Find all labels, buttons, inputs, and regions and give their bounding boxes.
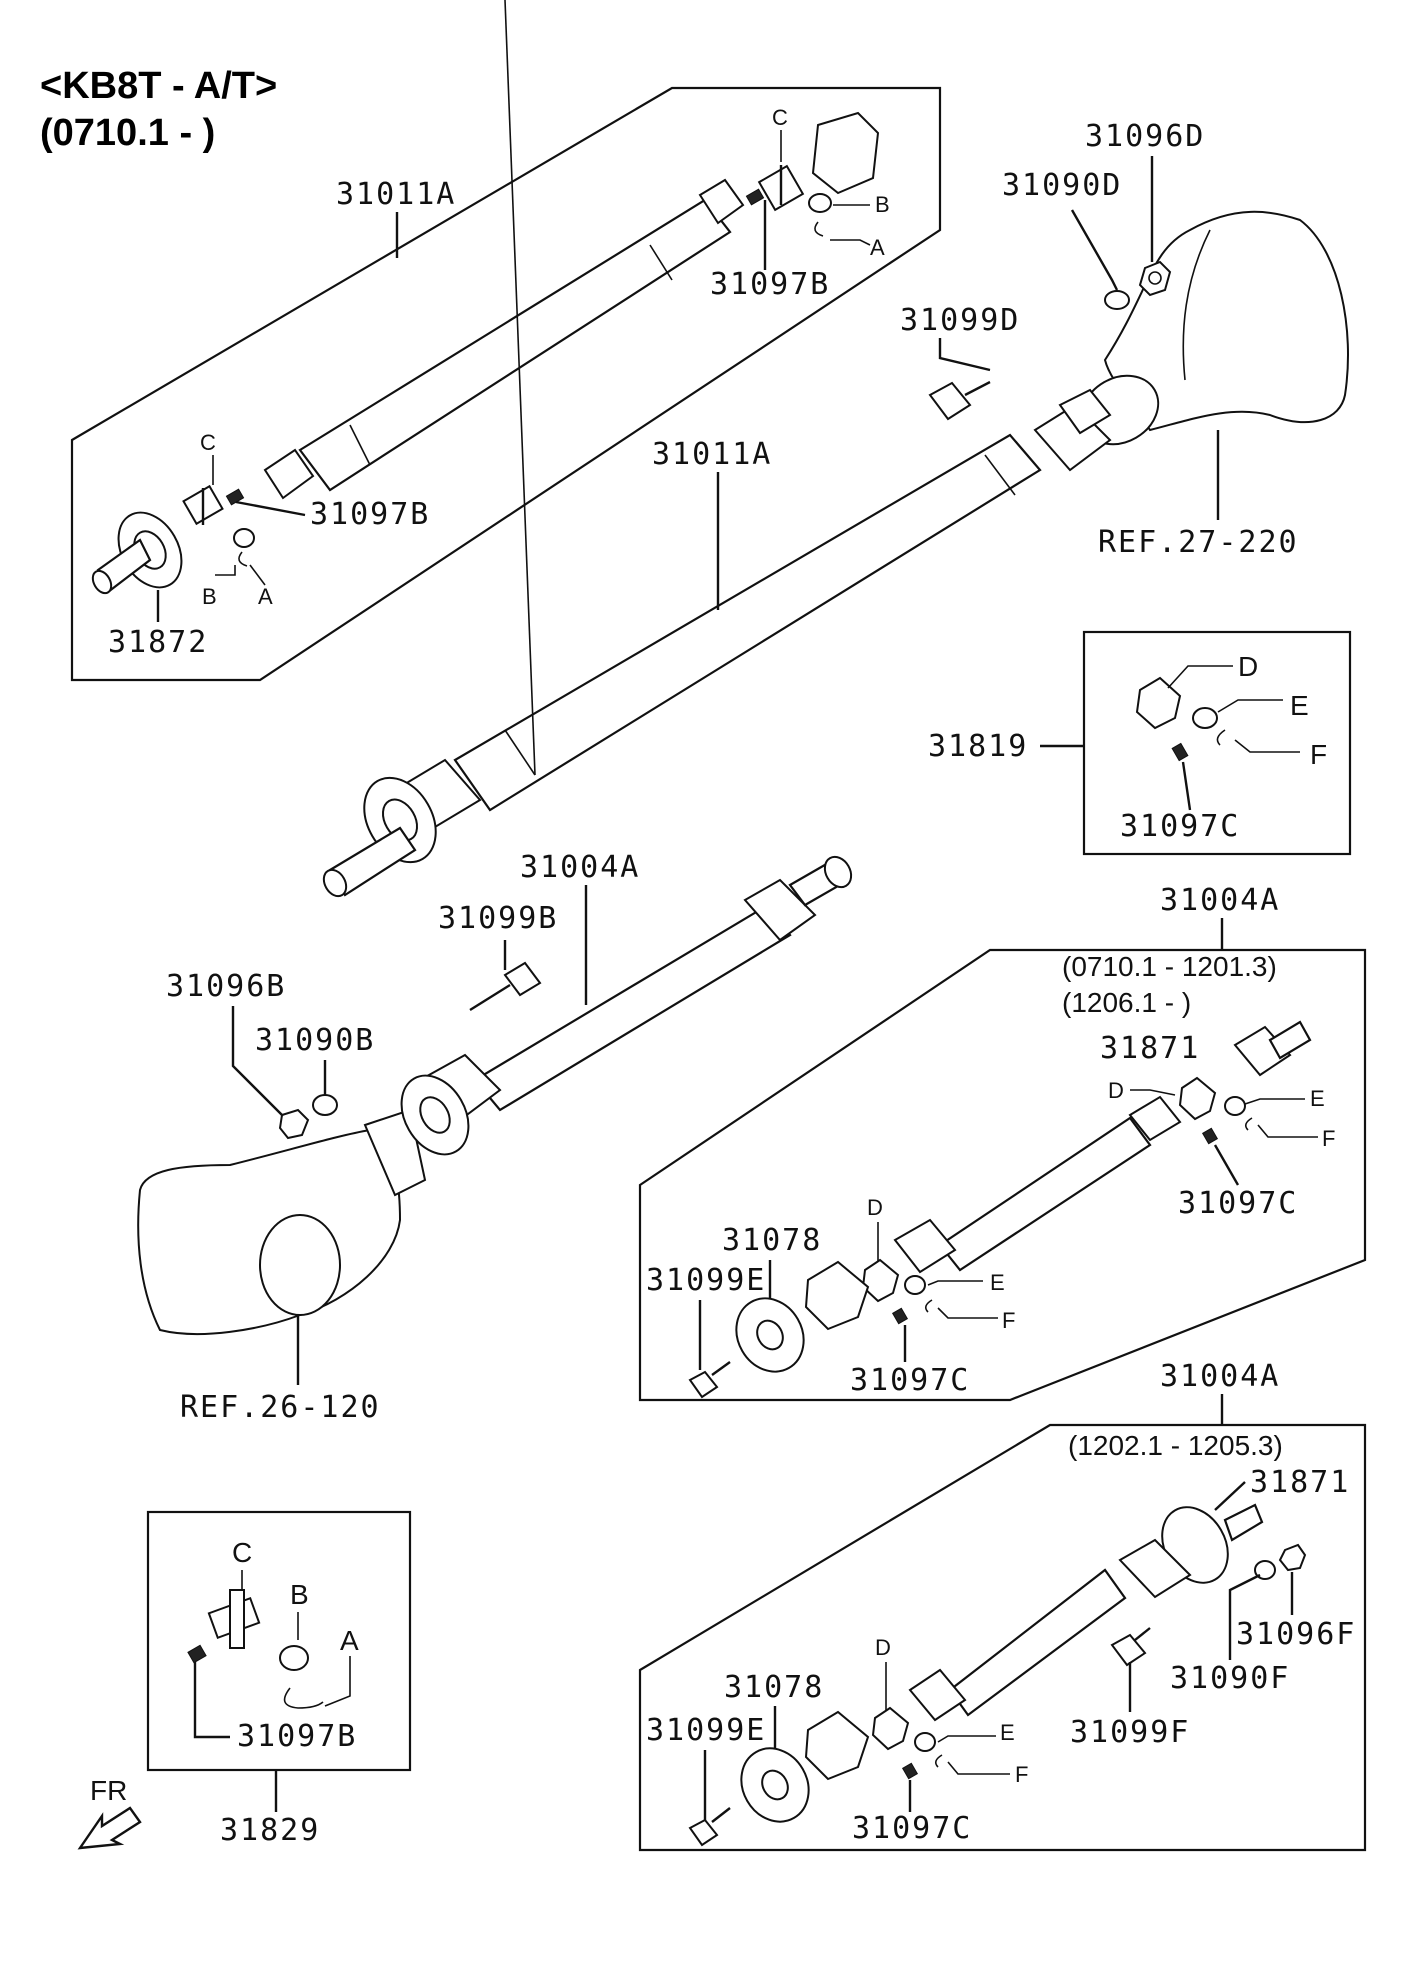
label-31097C-early-upper: 31097C xyxy=(1178,1186,1298,1221)
letter-D-late: D xyxy=(875,1635,891,1660)
label-REF-26-120: REF.26-120 xyxy=(180,1390,381,1425)
spider-late[interactable] xyxy=(871,1706,943,1780)
letter-F-early-upper: F xyxy=(1322,1126,1335,1151)
label-31011A-kit: 31011A xyxy=(336,177,456,212)
kit-box-31011A xyxy=(70,86,942,682)
letter-B-lower: B xyxy=(202,584,217,609)
nut-31096D[interactable] xyxy=(1138,260,1172,297)
label-31078-early: 31078 xyxy=(722,1223,822,1258)
transmission-ref-26-120[interactable] xyxy=(137,1108,427,1335)
letter-F-late: F xyxy=(1015,1762,1028,1787)
spider-kit-31819-parts[interactable] xyxy=(1135,676,1226,762)
letter-B-box31829: B xyxy=(290,1579,309,1610)
label-31097B-upper: 31097B xyxy=(710,267,830,302)
letter-D-early-lower: D xyxy=(867,1195,883,1220)
letter-C-upper: C xyxy=(772,105,788,130)
letter-A-lower: A xyxy=(258,584,273,609)
bolt-31099B[interactable] xyxy=(469,961,542,1012)
kit-box-31819 xyxy=(1082,630,1352,856)
front-direction-label: FR xyxy=(90,1775,127,1806)
label-31096F: 31096F xyxy=(1236,1617,1356,1652)
transfer-case-ref-27-220[interactable] xyxy=(1069,210,1349,458)
letter-D-early-upper: D xyxy=(1108,1078,1124,1103)
label-31096D: 31096D xyxy=(1085,119,1205,154)
flange-yoke-31871-early[interactable] xyxy=(1233,1020,1312,1077)
label-31099B: 31099B xyxy=(438,901,558,936)
washer-31090D[interactable] xyxy=(1104,290,1130,310)
label-31097C-late: 31097C xyxy=(852,1811,972,1846)
letter-C-box31829: C xyxy=(232,1537,252,1568)
letter-A-box31829: A xyxy=(340,1625,359,1656)
label-31096B: 31096B xyxy=(166,969,286,1004)
label-31097C-early-lower: 31097C xyxy=(850,1363,970,1398)
letter-A-upper: A xyxy=(870,235,885,260)
spider-kit-31829-parts[interactable] xyxy=(187,1589,324,1709)
universal-joint-lower[interactable] xyxy=(182,484,255,567)
flange-31078-early[interactable] xyxy=(804,1260,870,1331)
flange-yoke-31871-late[interactable] xyxy=(1118,1495,1264,1599)
flange-31078-late[interactable] xyxy=(804,1710,870,1781)
label-31099F: 31099F xyxy=(1070,1715,1190,1750)
letter-B-upper: B xyxy=(875,192,890,217)
letter-E-box31819: E xyxy=(1290,690,1309,721)
label-31871-late: 31871 xyxy=(1250,1465,1350,1500)
rubber-coupling-early[interactable] xyxy=(723,1286,816,1384)
label-31099E-late: 31099E xyxy=(646,1713,766,1748)
kit-box-31004A-late xyxy=(638,1423,1367,1852)
title-date-range: (0710.1 - ) xyxy=(40,112,215,154)
label-31871-early: 31871 xyxy=(1100,1031,1200,1066)
companion-flange-31872[interactable] xyxy=(89,501,194,598)
label-31097B-lower: 31097B xyxy=(310,497,430,532)
label-31097B-box31829: 31097B xyxy=(237,1719,357,1754)
propeller-shaft-box-early[interactable] xyxy=(893,1095,1182,1274)
propeller-shaft-rear-kit[interactable] xyxy=(263,178,745,500)
bolt-31099F[interactable] xyxy=(1110,1627,1151,1667)
front-direction-arrow-icon xyxy=(77,1806,142,1850)
label-31090D: 31090D xyxy=(1002,168,1122,203)
title-model: <KB8T - A/T> xyxy=(40,65,277,107)
label-31011A-main: 31011A xyxy=(652,437,772,472)
label-31819: 31819 xyxy=(928,729,1028,764)
letter-D-box31819: D xyxy=(1238,651,1258,682)
label-31090B: 31090B xyxy=(255,1023,375,1058)
bolt-31099E-late[interactable] xyxy=(688,1807,731,1847)
range-1206: (1206.1 - ) xyxy=(1062,987,1191,1018)
label-31078-late: 31078 xyxy=(724,1670,824,1705)
label-31097C-box31819: 31097C xyxy=(1120,809,1240,844)
letter-C-lower: C xyxy=(200,430,216,455)
letter-E-late: E xyxy=(1000,1720,1015,1745)
washer-31090F[interactable] xyxy=(1254,1560,1276,1580)
nut-31096B[interactable] xyxy=(278,1108,310,1140)
spider-early-upper[interactable] xyxy=(1178,1076,1253,1145)
letter-F-early-lower: F xyxy=(1002,1308,1015,1333)
propeller-shaft-box-late[interactable] xyxy=(908,1568,1127,1722)
propeller-shaft-main-31011A[interactable] xyxy=(319,0,1112,900)
label-31090F: 31090F xyxy=(1170,1661,1290,1696)
nut-31096F[interactable] xyxy=(1278,1543,1307,1572)
universal-joint-upper[interactable] xyxy=(745,111,880,237)
label-31004A-box-late: 31004A xyxy=(1160,1359,1280,1394)
label-31099E-early: 31099E xyxy=(646,1263,766,1298)
range-1202-1205: (1202.1 - 1205.3) xyxy=(1068,1430,1283,1461)
label-31829: 31829 xyxy=(220,1813,320,1848)
range-0710-1201: (0710.1 - 1201.3) xyxy=(1062,951,1277,982)
kit-box-31829 xyxy=(146,1510,412,1772)
letter-F-box31819: F xyxy=(1310,739,1327,770)
label-31099D: 31099D xyxy=(900,303,1020,338)
propeller-shaft-front-31004A[interactable] xyxy=(388,852,856,1166)
letter-E-early-lower: E xyxy=(990,1270,1005,1295)
label-31004A-box-early: 31004A xyxy=(1160,883,1280,918)
letter-E-early-upper: E xyxy=(1310,1086,1325,1111)
washer-31090B[interactable] xyxy=(312,1094,338,1116)
label-REF-27-220: REF.27-220 xyxy=(1098,525,1299,560)
rubber-coupling-late[interactable] xyxy=(728,1736,821,1834)
bolt-31099E-early[interactable] xyxy=(688,1361,731,1399)
bolt-31099D[interactable] xyxy=(928,380,991,421)
label-31872: 31872 xyxy=(108,625,208,660)
kit-box-31004A-early xyxy=(638,948,1367,1402)
label-31004A-main: 31004A xyxy=(520,850,640,885)
